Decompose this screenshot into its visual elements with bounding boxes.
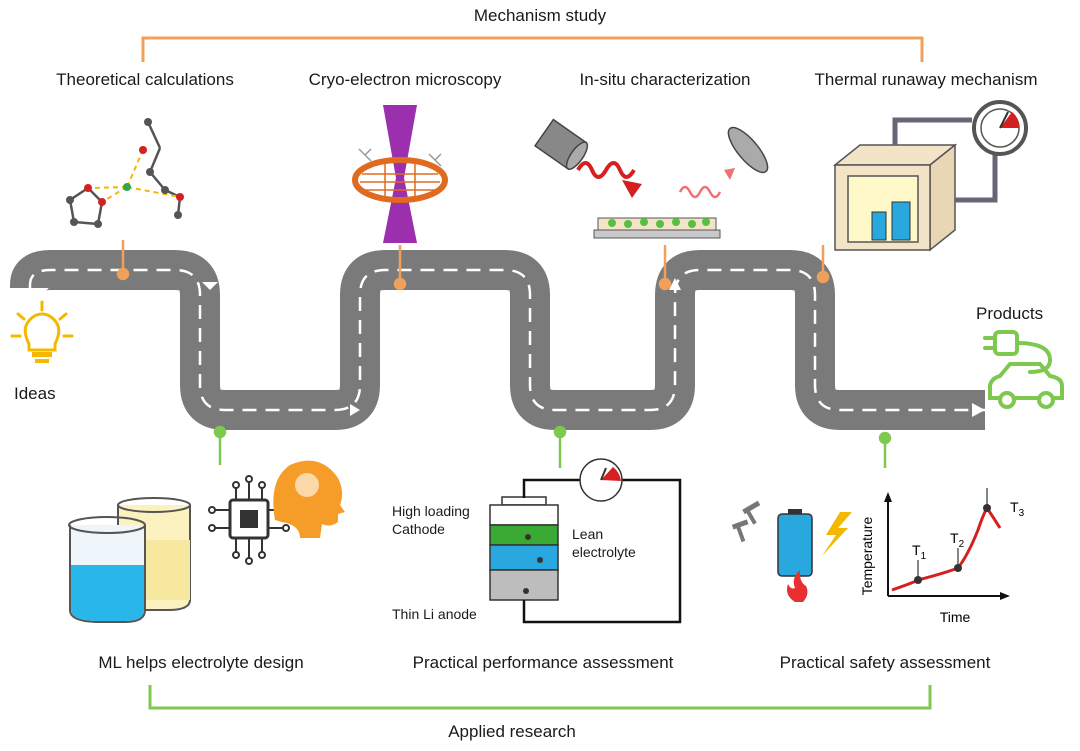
in-situ-icon xyxy=(533,118,769,239)
thermal-chamber-icon xyxy=(832,100,1028,252)
ideas-label: Ideas xyxy=(14,384,56,403)
step-theoretical-calculations: Theoretical calculations xyxy=(56,70,234,89)
mechanism-study-bracket xyxy=(141,36,924,62)
plot-point-label-2: T2 xyxy=(950,530,965,550)
plot-point xyxy=(954,564,962,572)
step-in-situ: In-situ characterization xyxy=(579,70,751,89)
step-safety: Practical safety assessment xyxy=(779,653,991,672)
step-thermal-runaway: Thermal runaway mechanism xyxy=(814,70,1038,89)
anode-label: Thin Li anode xyxy=(392,606,477,622)
safety-battery-icon xyxy=(777,509,813,577)
battery-stack-icon xyxy=(489,458,682,624)
chip-icon xyxy=(208,475,290,565)
car-icon xyxy=(988,362,1064,409)
plot-point xyxy=(983,504,991,512)
cathode-label-line1: High loading xyxy=(392,503,470,519)
lightbulb-icon xyxy=(10,300,74,363)
step-ml-electrolyte: ML helps electrolyte design xyxy=(98,653,304,672)
electrolyte-label-line2: electrolyte xyxy=(572,544,636,560)
ai-head-icon xyxy=(273,460,345,538)
nail-icon xyxy=(731,500,761,543)
products-label: Products xyxy=(976,304,1044,323)
cathode-label-line2: Cathode xyxy=(392,521,445,537)
beakers-icon xyxy=(68,497,191,623)
plug-icon xyxy=(983,330,1053,374)
plot-xlabel: Time xyxy=(940,609,971,625)
plot-ylabel: Temperature xyxy=(859,516,875,595)
step-cryo-em: Cryo-electron microscopy xyxy=(308,70,502,89)
step-performance: Practical performance assessment xyxy=(412,653,674,672)
flame-icon xyxy=(786,570,808,602)
spark-icon xyxy=(822,512,852,556)
plot-point xyxy=(914,576,922,584)
temperature-curve xyxy=(891,505,1002,592)
cryo-em-icon xyxy=(352,105,448,243)
electrolyte-label-line1: Lean xyxy=(572,526,604,542)
applied-connectors xyxy=(213,425,892,468)
applied-research-bracket xyxy=(148,685,932,710)
mechanism-connectors xyxy=(116,240,830,291)
applied-research-label: Applied research xyxy=(448,722,576,741)
molecule-icon xyxy=(66,118,184,228)
temperature-plot xyxy=(884,488,1010,600)
plot-point-label-3: T3 xyxy=(1010,499,1025,519)
mechanism-study-label: Mechanism study xyxy=(473,6,607,25)
plot-point-label-1: T1 xyxy=(912,542,927,562)
road xyxy=(10,250,985,430)
